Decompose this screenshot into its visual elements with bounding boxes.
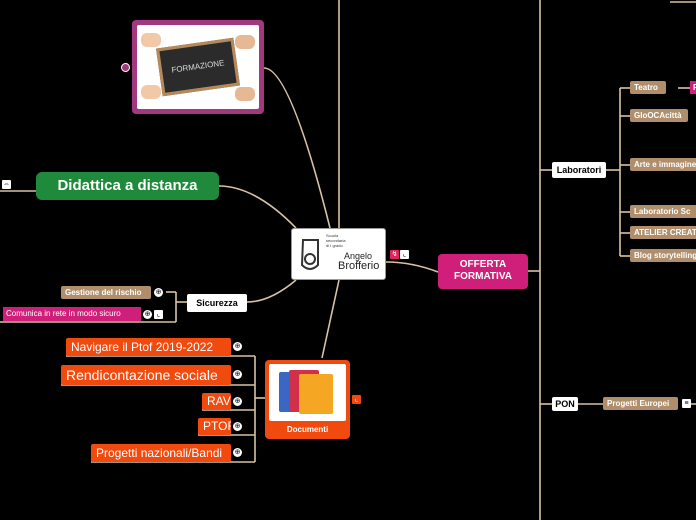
formazione-image-node[interactable]: FORMAZIONE	[132, 20, 264, 114]
teatro-child-node[interactable]: F	[690, 81, 696, 94]
formazione-image: FORMAZIONE	[137, 25, 259, 109]
lab-item-blog[interactable]: Blog storytelling	[630, 249, 696, 262]
logo-line: secondaria	[326, 238, 346, 243]
collapse-icon[interactable]	[121, 63, 130, 72]
gestione-rischio-node[interactable]: Gestione del rischio	[61, 286, 151, 299]
pon-node[interactable]: PON	[552, 397, 578, 411]
logo-school-text: Scuola secondaria di I grado	[326, 233, 346, 248]
center-node-logo[interactable]: Scuola secondaria di I grado Angelo Brof…	[291, 228, 386, 280]
doc-item-progetti-nazionali[interactable]: Progetti nazionali/Bandi	[91, 444, 231, 462]
chalkboard: FORMAZIONE	[156, 37, 240, 97]
link-icon[interactable]: ↯	[390, 250, 399, 259]
laboratori-node[interactable]: Laboratori	[552, 162, 606, 178]
connector	[321, 279, 340, 359]
didattica-node[interactable]: Didattica a distanza	[36, 172, 219, 200]
connector	[218, 185, 297, 229]
doc-item-rendicontazione[interactable]: Rendicontazione sociale	[61, 365, 231, 385]
comunica-node[interactable]: Comunica in rete in modo sicuro	[3, 307, 141, 321]
hand	[141, 33, 161, 47]
logo-name-first: Angelo	[344, 251, 373, 261]
connector	[385, 261, 439, 273]
list-icon[interactable]: ≡	[682, 399, 691, 408]
hand	[235, 35, 255, 49]
doc-item-ptof[interactable]: PTOF	[198, 418, 231, 435]
lab-item-atelier[interactable]: ATELIER CREAT	[630, 226, 696, 239]
documenti-node[interactable]: Documenti	[265, 360, 350, 439]
logo-line: di I grado	[326, 243, 343, 248]
globe-icon[interactable]: ⊕	[233, 342, 242, 351]
logo-name-last: Brofferio	[338, 260, 380, 272]
documenti-label: Documenti	[286, 425, 329, 434]
folder-orange	[299, 374, 333, 414]
progetti-europei-node[interactable]: Progetti Europei	[603, 397, 678, 410]
note-icon[interactable]: ⌞	[352, 395, 361, 404]
connector	[246, 279, 297, 303]
hand	[141, 85, 161, 99]
hand	[235, 87, 255, 101]
lab-item-arte-immagine[interactable]: Arte e immagine	[630, 158, 696, 171]
offerta-formativa-node[interactable]: OFFERTA FORMATIVA	[438, 254, 528, 289]
link-icon[interactable]: ⇔	[2, 180, 11, 189]
globe-icon[interactable]: ⊕	[154, 288, 163, 297]
folders-image	[269, 364, 346, 421]
sicurezza-node[interactable]: Sicurezza	[187, 294, 247, 312]
lab-item-teatro[interactable]: Teatro	[630, 81, 666, 94]
logo-icon	[300, 239, 319, 270]
lab-item-giocacitta[interactable]: GIoOCAcittà	[630, 109, 688, 122]
globe-icon[interactable]: ⊕	[143, 310, 152, 319]
note-icon[interactable]: ⌞	[154, 310, 163, 319]
globe-icon[interactable]: ⊕	[233, 397, 242, 406]
note-icon[interactable]: ⌞	[400, 250, 409, 259]
globe-icon[interactable]: ⊕	[233, 448, 242, 457]
globe-icon[interactable]: ⊕	[233, 422, 242, 431]
logo-line: Scuola	[326, 233, 339, 238]
globe-icon[interactable]: ⊕	[233, 370, 242, 379]
doc-item-rav[interactable]: RAV	[202, 393, 231, 410]
doc-item-ptof-navigare[interactable]: Navigare il Ptof 2019-2022	[66, 338, 231, 356]
connector	[263, 67, 331, 229]
lab-item-laboratorio-sc[interactable]: Laboratorio Sc	[630, 205, 696, 218]
